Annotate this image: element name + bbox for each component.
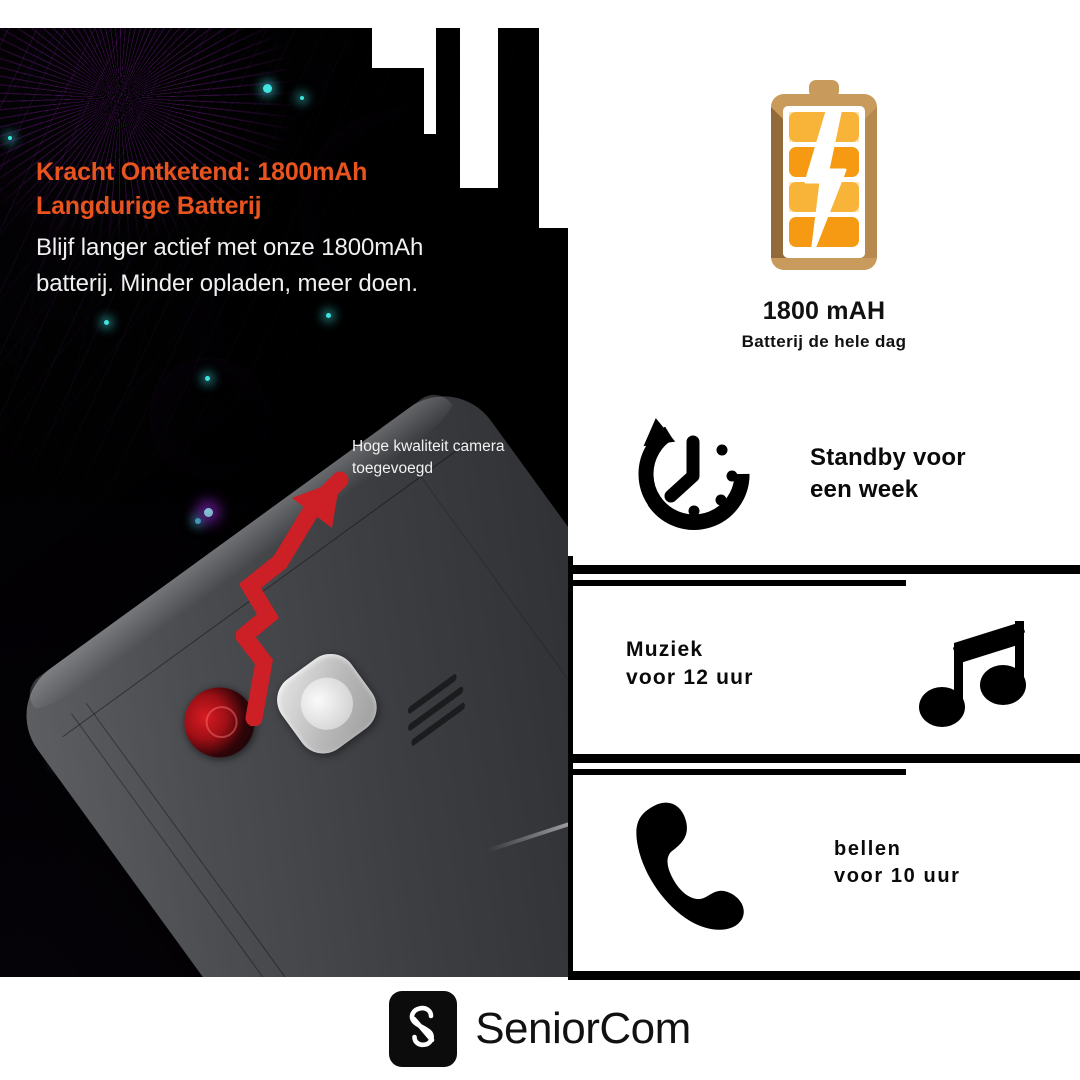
light-burst xyxy=(0,28,300,248)
feature-label-music: Muziek voor 12 uur xyxy=(626,636,754,692)
calls-label-line-1: bellen xyxy=(834,838,902,861)
feature-label-calls: bellen voor 10 uur xyxy=(834,836,961,890)
battery-capacity-subtitle: Batterij de hele dag xyxy=(741,332,907,351)
feature-row-standby: Standby voor een week xyxy=(568,398,1080,550)
hero-headline-line-1: Kracht Ontketend: 1800mAh xyxy=(36,158,368,186)
music-label-line-2: voor 12 uur xyxy=(626,666,754,689)
decor-notch-bar xyxy=(372,28,424,68)
hero-body-line-2: batterij. Minder opladen, meer doen. xyxy=(36,270,418,298)
feature-row-music: Muziek voor 12 uur xyxy=(568,590,1080,738)
upward-arrow-icon xyxy=(236,471,349,726)
particle-dot-glow xyxy=(204,508,213,517)
hero-copy-block: Kracht Ontketend: 1800mAh Langdurige Bat… xyxy=(36,155,516,303)
battery-feature-block: 1800 mAH Batterij de hele dag xyxy=(568,78,1080,352)
phone-glint xyxy=(486,793,568,853)
section-divider-thick xyxy=(568,754,1080,763)
clock-rotate-icon xyxy=(624,414,762,534)
hero-body-line-1: Blijf langer actief met onze 1800mAh xyxy=(36,234,424,261)
camera-callout-label: Hoge kwaliteit camera toegevoegd xyxy=(352,436,504,480)
decor-notch-bar xyxy=(460,28,498,188)
camera-callout-line-2: toegevoegd xyxy=(352,460,434,477)
seniorcom-s-logo-icon xyxy=(389,990,458,1067)
footer-brand-bar: SeniorCom xyxy=(0,977,1080,1080)
music-note-icon xyxy=(916,599,1036,729)
hero-body: Blijf langer actief met onze 1800mAh bat… xyxy=(36,230,516,303)
battery-capacity-title: 1800 mAH xyxy=(762,297,886,325)
particle-dot xyxy=(8,136,12,140)
camera-callout-line-1: Hoge kwaliteit camera xyxy=(352,438,505,455)
decor-notch-bar xyxy=(424,28,436,134)
panel-bottom-border xyxy=(568,971,1080,980)
feature-row-calls: bellen voor 10 uur xyxy=(568,778,1080,948)
section-divider-thin xyxy=(568,769,906,775)
section-divider-thin xyxy=(568,580,906,586)
particle-dot xyxy=(263,84,272,93)
particle-dot xyxy=(300,96,304,100)
standby-label-line-2: een week xyxy=(810,476,919,503)
hero-dark-panel: Kracht Ontketend: 1800mAh Langdurige Bat… xyxy=(0,28,568,977)
decor-notch-bar xyxy=(539,28,568,228)
battery-charging-icon xyxy=(771,80,877,270)
phone-handset-icon xyxy=(624,793,756,933)
particle-dot xyxy=(205,376,210,381)
music-label-line-1: Muziek xyxy=(626,637,704,661)
brand-wordmark: SeniorCom xyxy=(475,1003,691,1053)
particle-dot xyxy=(195,518,201,524)
features-panel: 1800 mAH Batterij de hele dag St xyxy=(568,0,1080,980)
panel-left-rule xyxy=(568,556,573,980)
particle-dot xyxy=(326,313,331,318)
standby-label-line-1: Standby voor xyxy=(810,443,966,471)
section-divider-thick xyxy=(568,565,1080,574)
particle-dot xyxy=(104,320,109,325)
calls-label-line-2: voor 10 uur xyxy=(834,865,961,887)
feature-label-standby: Standby voor een week xyxy=(810,442,966,506)
speaker-grille xyxy=(388,668,501,775)
hero-headline-line-2: Langdurige Batterij xyxy=(36,192,262,220)
hero-headline: Kracht Ontketend: 1800mAh Langdurige Bat… xyxy=(36,155,516,223)
